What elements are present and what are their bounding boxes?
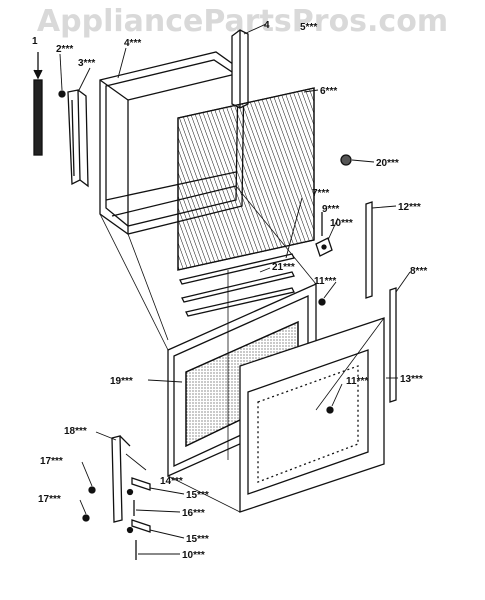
callout-14: 14*** — [160, 476, 183, 487]
callout-1: 1 — [32, 36, 38, 47]
callout-17b: 17*** — [38, 494, 61, 505]
insulation-panel-part — [177, 87, 315, 271]
callout-6: 6*** — [320, 86, 337, 97]
door-handle-part — [58, 89, 89, 188]
callout-5: 5*** — [300, 22, 317, 33]
callout-3: 3*** — [78, 58, 95, 69]
plug-part — [340, 154, 352, 166]
callout-11b: 11*** — [346, 376, 368, 387]
hinge-assembly-part — [82, 435, 151, 560]
leader-lines — [59, 23, 411, 555]
callout-15b: 15*** — [186, 534, 209, 545]
side-rail-part — [231, 29, 249, 109]
trim-strips-part — [179, 253, 295, 317]
callout-16: 16*** — [182, 508, 205, 519]
callout-15a: 15*** — [186, 490, 209, 501]
screw-lower-part — [326, 406, 334, 414]
callout-19: 19*** — [110, 376, 133, 387]
callout-4b: 4 — [264, 20, 270, 31]
callout-13: 13*** — [400, 374, 423, 385]
callout-4a: 4*** — [124, 38, 141, 49]
callout-7: 7*** — [312, 188, 329, 199]
callout-21: 21*** — [272, 262, 295, 273]
callout-17a: 17*** — [40, 456, 63, 467]
callout-18: 18*** — [64, 426, 87, 437]
callout-labels: 1 2*** 3*** 4*** 4 5*** 6*** 20*** 7*** … — [32, 20, 427, 561]
callout-9: 9*** — [322, 204, 339, 215]
callout-11a: 11*** — [314, 276, 336, 287]
callout-8: 8*** — [410, 266, 427, 277]
callout-20: 20*** — [376, 158, 399, 169]
callout-12: 12*** — [398, 202, 421, 213]
callout-10b: 10*** — [182, 550, 205, 561]
right-rail-part — [365, 201, 373, 299]
callout-10: 10*** — [330, 218, 353, 229]
gasket-strip-part — [33, 52, 43, 156]
callout-2: 2*** — [56, 44, 73, 55]
assembly-guide-lines — [99, 185, 385, 513]
screw-upper-part — [318, 298, 326, 306]
right-seal-part — [389, 287, 397, 403]
latch-bracket-part — [315, 212, 333, 257]
